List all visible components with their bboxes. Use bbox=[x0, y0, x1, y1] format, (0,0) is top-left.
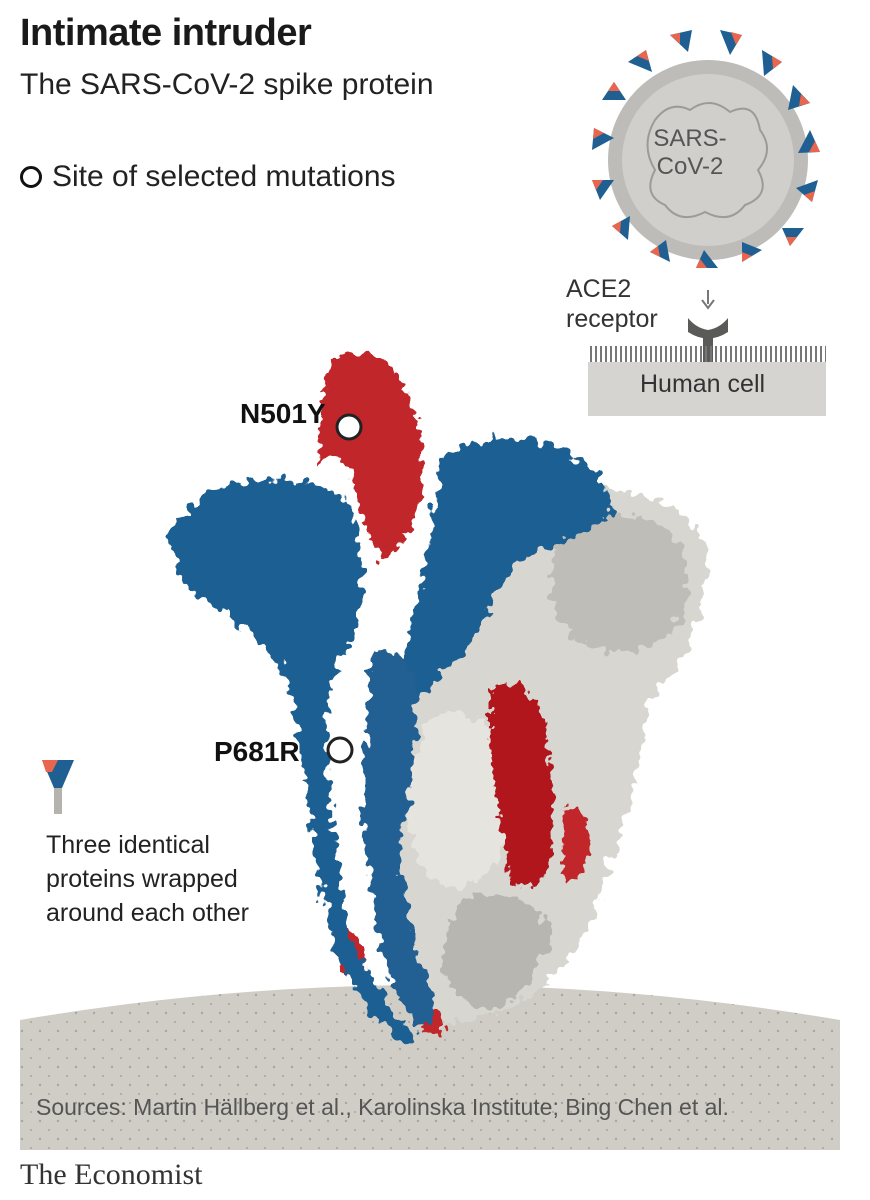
figure-subtitle: The SARS-CoV-2 spike protein bbox=[20, 68, 434, 101]
blue-chain bbox=[170, 437, 612, 1044]
human-cell-label: Human cell bbox=[640, 370, 766, 398]
spike-note: Three identical proteins wrapped around … bbox=[46, 831, 249, 927]
mutation-site-n501y-marker bbox=[335, 413, 363, 441]
spike-icon bbox=[42, 760, 74, 814]
virus-diagram bbox=[592, 30, 820, 268]
mutation-label-p681r: P681R bbox=[214, 736, 300, 767]
virus-label-text: SARS- CoV-2 bbox=[653, 125, 727, 180]
figure-title: Intimate intruder bbox=[20, 12, 312, 54]
legend-label: Site of selected mutations bbox=[52, 160, 396, 193]
receptor-diagram bbox=[588, 290, 826, 416]
cell-membrane bbox=[20, 985, 840, 1150]
sources-credit: Sources: Martin Hällberg et al., Karolin… bbox=[36, 1094, 729, 1120]
receptor-label: ACE2 receptor bbox=[566, 275, 658, 333]
open-circle-icon bbox=[20, 166, 42, 188]
legend: Site of selected mutations bbox=[20, 160, 396, 194]
mutation-site-p681r-marker bbox=[326, 736, 354, 764]
virus-label: SARS- CoV-2 bbox=[640, 125, 740, 181]
publisher-brand: The Economist bbox=[20, 1158, 203, 1191]
mutation-label-n501y: N501Y bbox=[240, 398, 326, 429]
spike-protein bbox=[170, 353, 706, 1044]
